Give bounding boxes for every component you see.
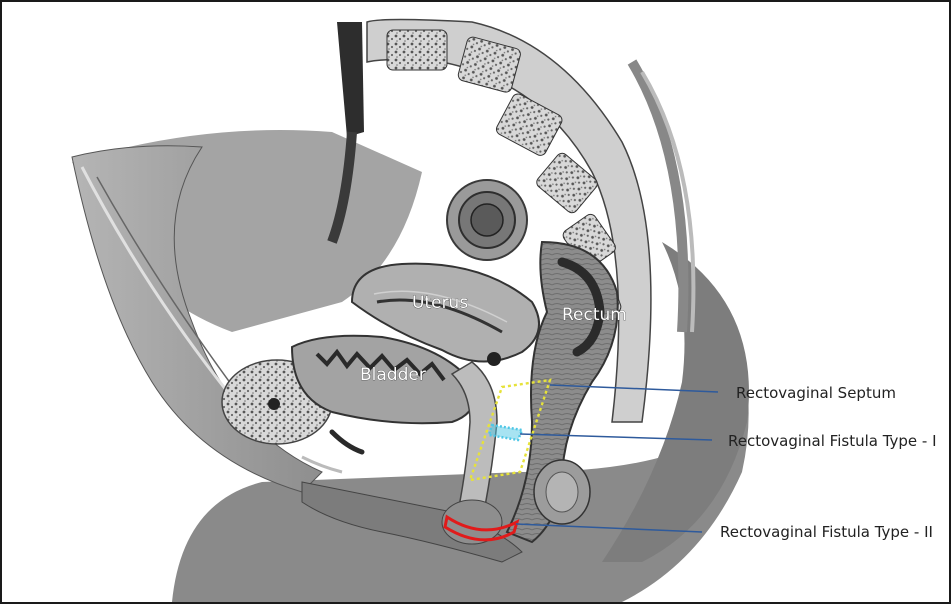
callout-label-septum: Rectovaginal Septum <box>736 384 896 402</box>
bladder-label: Bladder <box>360 365 426 385</box>
callout-label-fistula-2: Rectovaginal Fistula Type - II <box>720 523 933 541</box>
uterus-label: Uterus <box>412 293 468 313</box>
great-vessel <box>337 22 364 137</box>
callout-label-fistula-1: Rectovaginal Fistula Type - I <box>728 432 937 450</box>
rectum-label: Rectum <box>562 305 627 325</box>
